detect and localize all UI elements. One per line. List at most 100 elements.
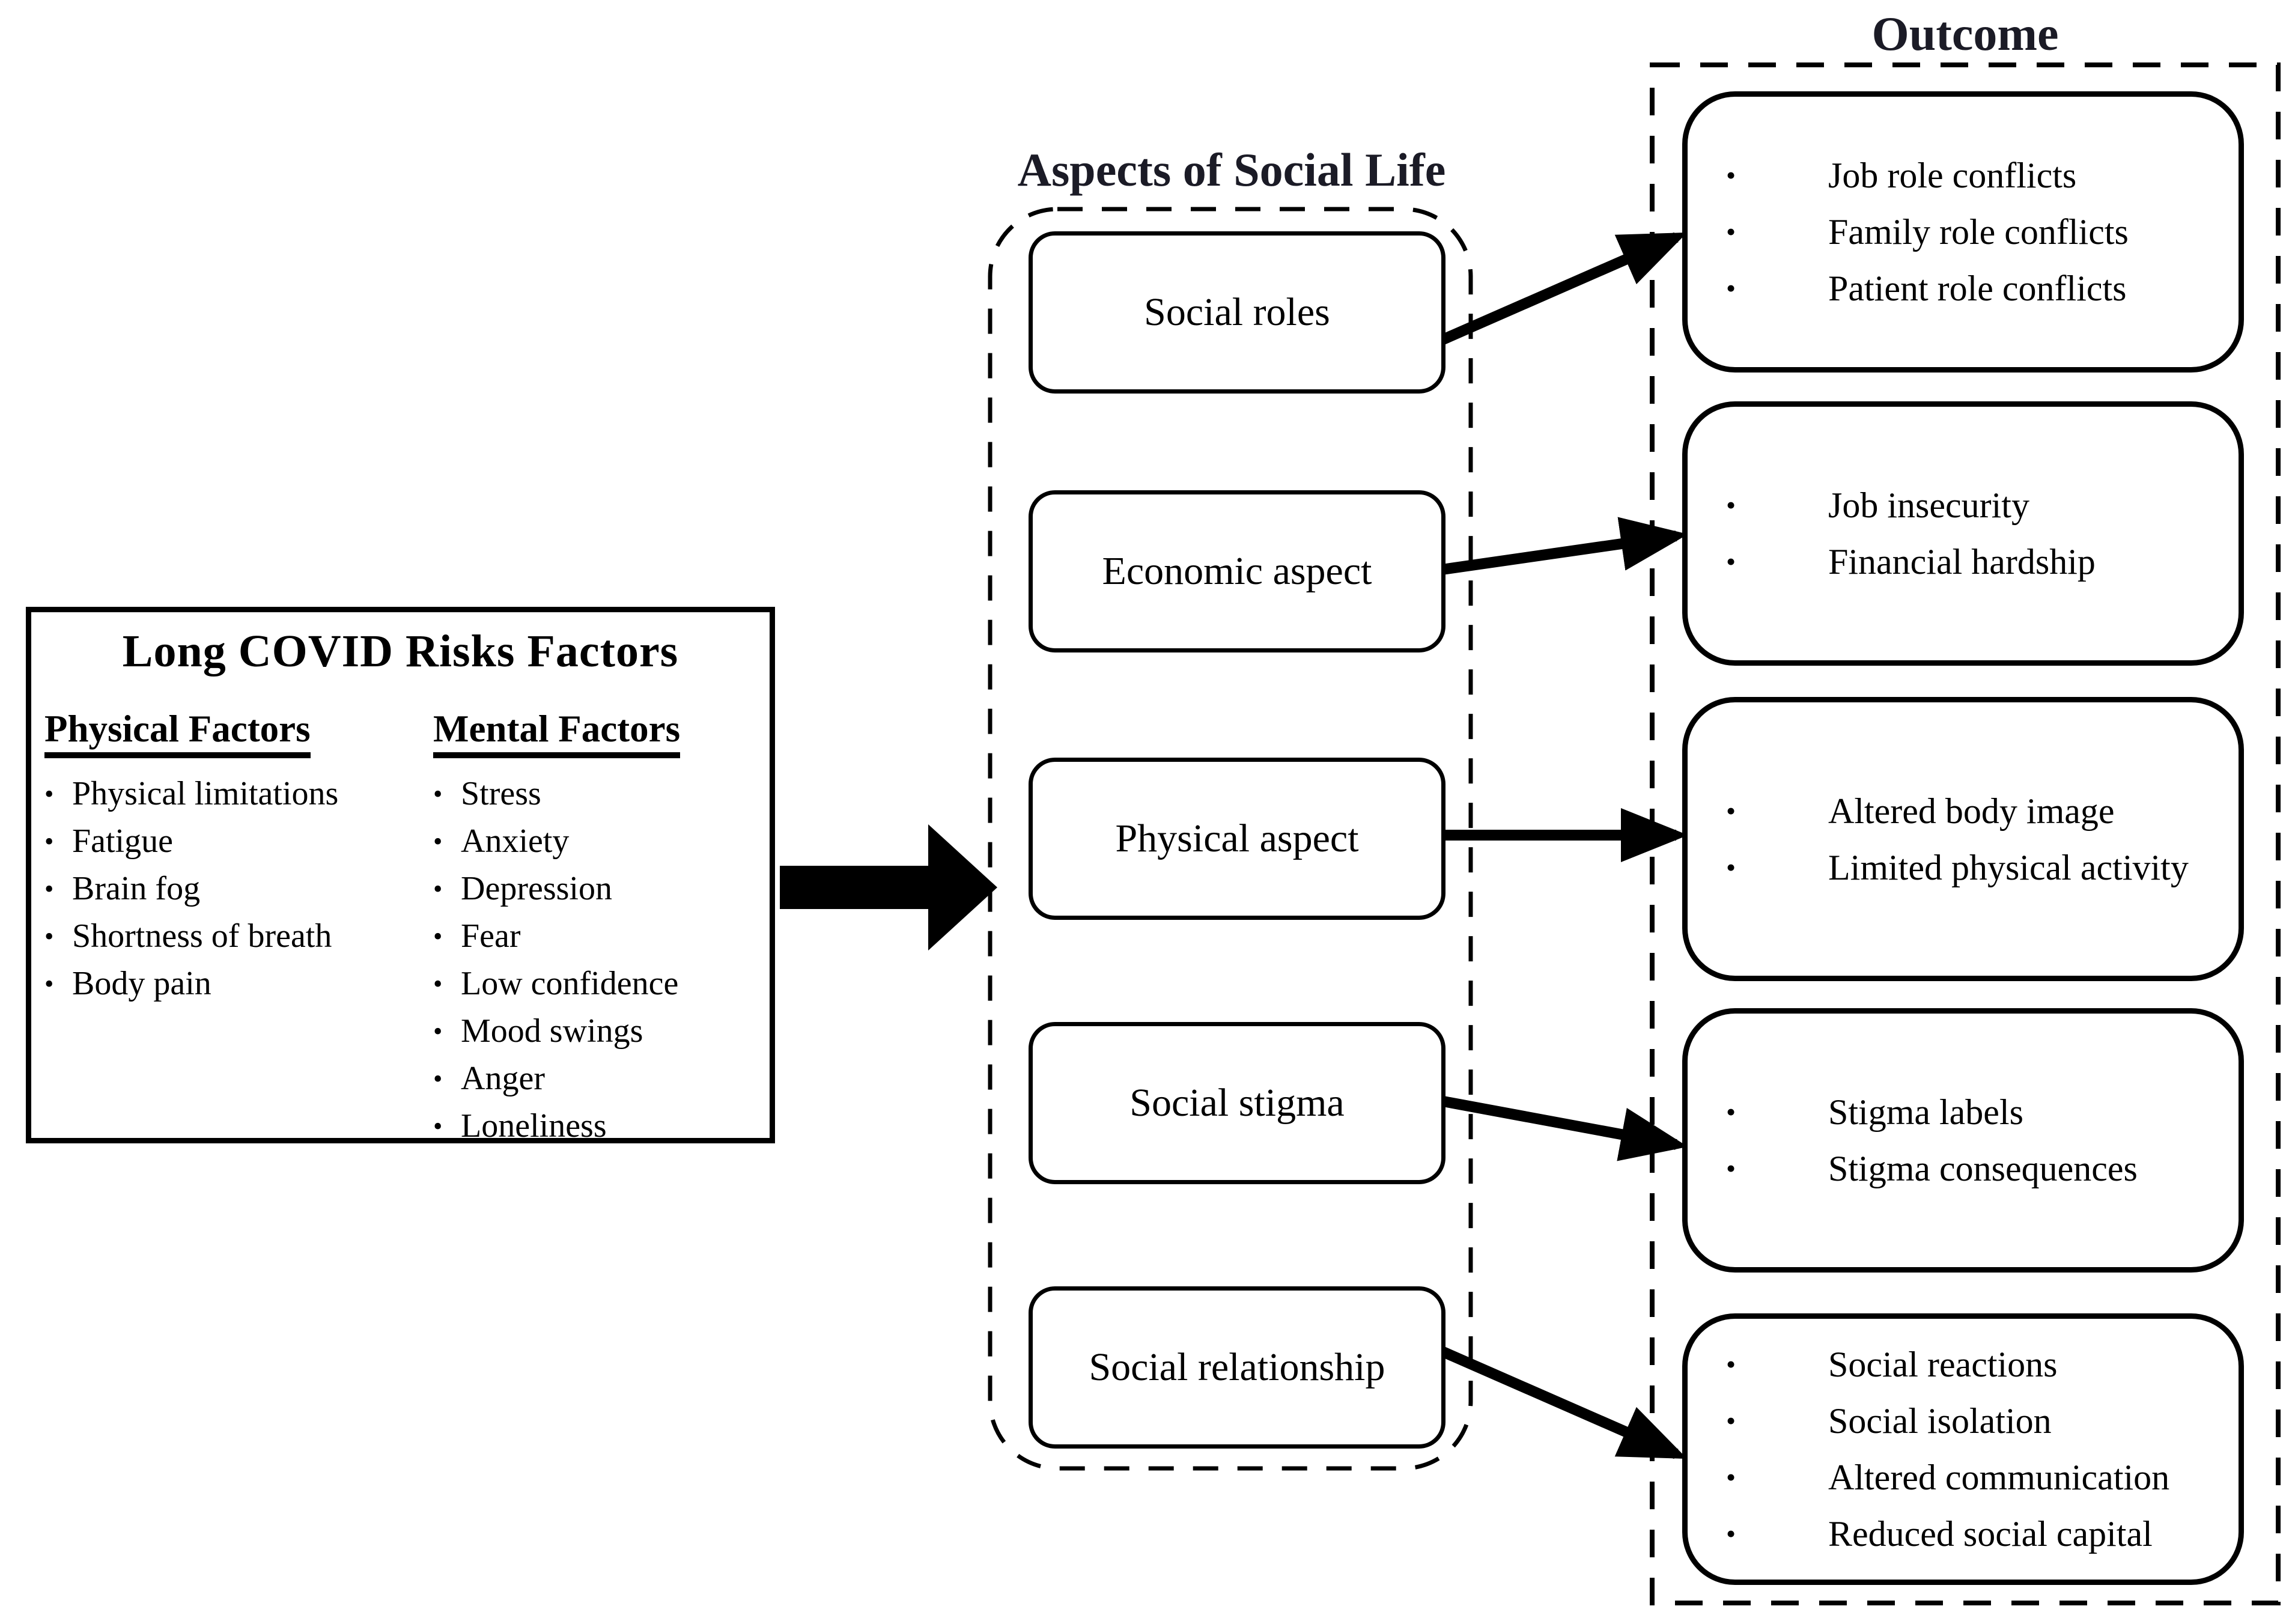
list-item-label: Job role conflicts: [1828, 156, 2077, 195]
list-item-label: Low confidence: [461, 965, 679, 1003]
bullet-icon: •: [433, 1063, 443, 1093]
list-item: • Stress: [433, 770, 759, 818]
flow-arrow: [780, 824, 997, 950]
aspect-box-label: Social roles: [1144, 290, 1330, 334]
bullet-icon: •: [433, 1016, 443, 1046]
bullet-icon: •: [44, 969, 54, 999]
connector-arrow-social-roles: [1441, 232, 1688, 345]
list-item: • Social isolation: [1726, 1393, 2221, 1449]
bullet-icon: •: [1726, 1405, 1736, 1436]
risk-factors-title: Long COVID Risks Factors: [122, 626, 679, 677]
physical-factors-heading: Physical Factors: [44, 709, 311, 759]
bullet-icon: •: [1726, 1153, 1736, 1184]
bullet-icon: •: [1726, 160, 1736, 190]
bullet-icon: •: [1726, 1518, 1736, 1549]
connector-arrow-stigma: [1442, 1096, 1688, 1161]
list-item: • Patient role conflicts: [1726, 260, 2221, 317]
bullet-icon: •: [433, 921, 443, 951]
aspects-group-title: Aspects of Social Life: [1017, 144, 1446, 196]
list-item-label: Altered body image: [1828, 791, 2115, 831]
bullet-icon: •: [433, 826, 443, 856]
outcome-list: • Job insecurity • Financial hardship: [1688, 477, 2239, 590]
list-item-label: Shortness of breath: [72, 917, 332, 955]
bullet-icon: •: [433, 874, 443, 904]
list-item-label: Social isolation: [1828, 1401, 2052, 1441]
list-item-label: Physical limitations: [72, 775, 339, 813]
bullet-icon: •: [1726, 1462, 1736, 1492]
bullet-icon: •: [44, 921, 54, 951]
aspect-box-economic: Economic aspect: [1029, 490, 1445, 652]
list-item: • Job insecurity: [1726, 477, 2221, 534]
bullet-icon: •: [1726, 216, 1736, 247]
list-item: • Fatigue: [44, 818, 409, 865]
mental-factors-heading: Mental Factors: [433, 709, 681, 759]
list-item: • Altered communication: [1726, 1449, 2221, 1506]
list-item: • Mood swings: [433, 1008, 759, 1055]
connector-arrow-economic: [1441, 517, 1688, 575]
list-item: • Family role conflicts: [1726, 204, 2221, 260]
list-item-label: Anxiety: [461, 823, 570, 860]
list-item: • Anxiety: [433, 818, 759, 865]
list-item-label: Limited physical activity: [1828, 847, 2189, 887]
aspect-box-social-relationship: Social relationship: [1029, 1286, 1445, 1449]
list-item-label: Family role conflicts: [1828, 212, 2129, 252]
list-item-label: Anger: [461, 1060, 545, 1098]
bullet-icon: •: [1726, 490, 1736, 520]
list-item: • Stigma consequences: [1726, 1140, 2221, 1197]
bullet-icon: •: [1726, 795, 1736, 826]
outcome-list: • Social reactions • Social isolation • …: [1688, 1336, 2239, 1562]
list-item: • Fear: [433, 913, 759, 960]
outcome-list: • Job role conflicts • Family role confl…: [1688, 147, 2239, 317]
list-item: • Altered body image: [1726, 783, 2221, 839]
mental-factors-list: • Stress • Anxiety • Depression • Fear •…: [433, 770, 759, 1150]
bullet-icon: •: [1726, 273, 1736, 303]
list-item: • Social reactions: [1726, 1336, 2221, 1393]
aspect-box-physical: Physical aspect: [1029, 758, 1445, 920]
bullet-icon: •: [1726, 1349, 1736, 1379]
aspect-box-label: Physical aspect: [1115, 817, 1359, 860]
aspect-box-social-stigma: Social stigma: [1029, 1022, 1445, 1184]
aspect-box-social-roles: Social roles: [1029, 231, 1445, 394]
list-item-label: Patient role conflicts: [1828, 269, 2127, 308]
list-item: • Shortness of breath: [44, 913, 409, 960]
list-item-label: Altered communication: [1828, 1458, 2170, 1497]
outcome-box-relationship: • Social reactions • Social isolation • …: [1682, 1313, 2244, 1585]
outcome-box-role-conflicts: • Job role conflicts • Family role confl…: [1682, 91, 2244, 373]
list-item-label: Fear: [461, 917, 521, 955]
bullet-icon: •: [44, 874, 54, 904]
list-item-label: Stigma consequences: [1828, 1149, 2138, 1188]
list-item: • Body pain: [44, 960, 409, 1008]
outcome-list: • Altered body image • Limited physical …: [1688, 783, 2239, 896]
list-item-label: Stress: [461, 775, 541, 813]
outcome-group-title: Outcome: [1871, 8, 2059, 61]
list-item: • Financial hardship: [1726, 534, 2221, 590]
list-item-label: Brain fog: [72, 870, 201, 908]
bullet-icon: •: [1726, 851, 1736, 883]
list-item: • Stigma labels: [1726, 1084, 2221, 1140]
list-item-label: Body pain: [72, 965, 211, 1003]
outcome-box-economic: • Job insecurity • Financial hardship: [1682, 401, 2244, 666]
list-item-label: Reduced social capital: [1828, 1514, 2153, 1554]
risk-factors-panel: Long COVID Risks Factors Physical Factor…: [26, 607, 775, 1144]
outcome-list: • Stigma labels • Stigma consequences: [1688, 1084, 2239, 1197]
list-item: • Loneliness: [433, 1102, 759, 1150]
bullet-icon: •: [1726, 1096, 1736, 1127]
bullet-icon: •: [44, 826, 54, 856]
list-item-label: Fatigue: [72, 823, 173, 860]
list-item-label: Job insecurity: [1828, 485, 2029, 525]
outcome-box-stigma: • Stigma labels • Stigma consequences: [1682, 1008, 2244, 1273]
risk-factors-columns: Physical Factors • Physical limitations …: [31, 709, 770, 1150]
list-item: • Brain fog: [44, 865, 409, 913]
list-item-label: Loneliness: [461, 1107, 607, 1145]
mental-factors-column: Mental Factors • Stress • Anxiety • Depr…: [433, 709, 759, 1150]
connector-arrow-relationship: [1441, 1346, 1688, 1459]
outcome-box-physical: • Altered body image • Limited physical …: [1682, 697, 2244, 981]
physical-factors-list: • Physical limitations • Fatigue • Brain…: [44, 770, 409, 1008]
physical-factors-column: Physical Factors • Physical limitations …: [44, 709, 409, 1150]
list-item-label: Mood swings: [461, 1012, 643, 1050]
list-item-label: Stigma labels: [1828, 1092, 2023, 1132]
list-item: • Physical limitations: [44, 770, 409, 818]
bullet-icon: •: [433, 779, 443, 809]
bullet-icon: •: [1726, 546, 1736, 577]
